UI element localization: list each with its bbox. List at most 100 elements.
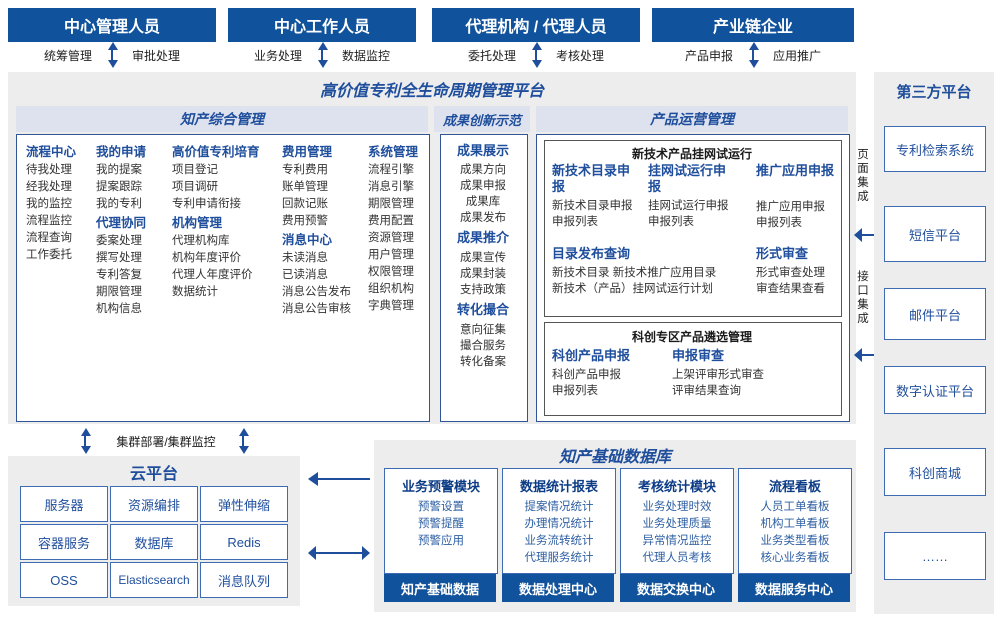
ach-item-1-2[interactable]: 支持政策 [460, 284, 506, 296]
ip-item-1-1-1[interactable]: 撰写处理 [96, 252, 142, 264]
ip-item-1-0-1[interactable]: 提案跟踪 [96, 181, 142, 193]
ip-item-2-0-2[interactable]: 专利申请衔接 [172, 198, 241, 210]
ip-item-4-0-4[interactable]: 资源管理 [368, 232, 414, 244]
ip-item-4-0-3[interactable]: 费用配置 [368, 215, 414, 227]
prod-item-1-0-0-0[interactable]: 科创产品申报 [552, 369, 621, 381]
prod-item-1-0-1-0[interactable]: 上架评审形式审查 [672, 369, 764, 381]
ip-item-2-1-1[interactable]: 机构年度评价 [172, 252, 241, 264]
ip-item-2-0-1[interactable]: 项目调研 [172, 181, 218, 193]
ach-item-2-0[interactable]: 意向征集 [460, 324, 506, 336]
ip-item-4-0-2[interactable]: 期限管理 [368, 198, 414, 210]
prod-item-0-0-2-1[interactable]: 申报列表 [756, 217, 802, 229]
database-footer-3[interactable]: 数据服务中心 [738, 574, 850, 602]
prod-0-0-1: 挂网试运行申报 挂网试运行申报 申报列表 [648, 163, 734, 230]
prod-item-0-0-0-0[interactable]: 新技术目录申报 [552, 200, 633, 212]
ip-item-0-0-2[interactable]: 我的监控 [26, 198, 72, 210]
ip-item-3-0-1[interactable]: 账单管理 [282, 181, 328, 193]
cloud-item-7[interactable]: Elasticsearch [110, 562, 198, 598]
db-col-item-2-1[interactable]: 业务处理质量 [642, 518, 712, 530]
ach-item-0-2[interactable]: 成果库 [465, 196, 501, 208]
third-party-item-4[interactable]: 科创商城 [884, 448, 986, 496]
ach-item-0-1[interactable]: 成果申报 [460, 180, 506, 192]
ip-item-0-0-3[interactable]: 流程监控 [26, 215, 72, 227]
db-col-item-0-2[interactable]: 预警应用 [418, 535, 464, 547]
prod-item-0-0-1-0[interactable]: 挂网试运行申报 [648, 200, 729, 212]
prod-item-0-1-0-1[interactable]: 新技术（产品）挂网试运行计划 [552, 283, 713, 295]
cloud-item-2[interactable]: 弹性伸缩 [200, 486, 288, 522]
ip-item-2-1-0[interactable]: 代理机构库 [172, 235, 230, 247]
ach-item-2-1[interactable]: 撮合服务 [460, 340, 506, 352]
ip-item-4-0-7[interactable]: 组织机构 [368, 283, 414, 295]
db-col-item-2-2[interactable]: 异常情况监控 [642, 535, 712, 547]
third-party-item-label-1: 短信平台 [908, 227, 961, 243]
ach-item-0-0[interactable]: 成果方向 [460, 164, 506, 176]
cloud-item-6[interactable]: OSS [20, 562, 108, 598]
prod-item-0-0-1-1[interactable]: 申报列表 [648, 216, 694, 228]
db-col-item-3-2[interactable]: 业务类型看板 [760, 535, 830, 547]
third-party-item-0[interactable]: 专利检索系统 [884, 126, 986, 172]
prod-item-0-0-2-0[interactable]: 推广应用申报 [756, 201, 825, 213]
third-party-item-5[interactable]: …… [884, 532, 986, 580]
ip-item-3-1-1[interactable]: 已读消息 [282, 269, 328, 281]
db-col-item-1-0[interactable]: 提案情况统计 [524, 501, 594, 513]
ip-item-1-1-4[interactable]: 机构信息 [96, 303, 142, 315]
ip-item-2-1-2[interactable]: 代理人年度评价 [172, 269, 253, 281]
cloud-item-3[interactable]: 容器服务 [20, 524, 108, 560]
ip-item-0-0-1[interactable]: 经我处理 [26, 181, 72, 193]
ip-item-0-0-5[interactable]: 工作委托 [26, 249, 72, 261]
third-party-item-1[interactable]: 短信平台 [884, 206, 986, 262]
ip-item-2-0-0[interactable]: 项目登记 [172, 164, 218, 176]
vertical-double-arrow-icon-2 [529, 42, 543, 68]
db-col-item-3-0[interactable]: 人员工单看板 [760, 501, 830, 513]
ip-item-0-0-0[interactable]: 待我处理 [26, 164, 72, 176]
db-col-item-1-1[interactable]: 办理情况统计 [524, 518, 594, 530]
db-col-item-0-0[interactable]: 预警设置 [418, 501, 464, 513]
db-col-item-1-2[interactable]: 业务流转统计 [524, 535, 594, 547]
ip-item-3-0-3[interactable]: 费用预警 [282, 215, 328, 227]
ip-item-1-0-2[interactable]: 我的专利 [96, 198, 142, 210]
ip-item-1-0-0[interactable]: 我的提案 [96, 164, 142, 176]
ip-item-1-1-3[interactable]: 期限管理 [96, 286, 142, 298]
db-col-item-1-3[interactable]: 代理服务统计 [524, 552, 594, 564]
ip-item-4-0-8[interactable]: 字典管理 [368, 300, 414, 312]
db-col-item-0-1[interactable]: 预警提醒 [418, 518, 464, 530]
db-col-item-2-3[interactable]: 代理人员考核 [642, 552, 712, 564]
ach-item-1-1[interactable]: 成果封装 [460, 268, 506, 280]
ip-item-3-1-2[interactable]: 消息公告发布 [282, 286, 351, 298]
cloud-item-1[interactable]: 资源编排 [110, 486, 198, 522]
db-col-item-3-3[interactable]: 核心业务看板 [760, 552, 830, 564]
ip-item-3-0-2[interactable]: 回款记账 [282, 198, 328, 210]
third-party-item-3[interactable]: 数字认证平台 [884, 366, 986, 414]
cloud-item-4[interactable]: 数据库 [110, 524, 198, 560]
prod-item-0-1-0-0[interactable]: 新技术目录 新技术推广应用目录 [552, 267, 717, 279]
ach-item-2-2[interactable]: 转化备案 [460, 356, 506, 368]
ip-item-3-1-0[interactable]: 未读消息 [282, 252, 328, 264]
cloud-item-8[interactable]: 消息队列 [200, 562, 288, 598]
ach-item-1-0[interactable]: 成果宣传 [460, 252, 506, 264]
prod-item-0-1-1-1[interactable]: 审查结果查看 [756, 283, 825, 295]
ip-item-3-1-3[interactable]: 消息公告审核 [282, 303, 351, 315]
prod-item-0-1-1-0[interactable]: 形式审查处理 [756, 267, 825, 279]
database-footer-1[interactable]: 数据处理中心 [502, 574, 614, 602]
prod-item-1-0-0-1[interactable]: 申报列表 [552, 385, 598, 397]
ip-item-1-1-0[interactable]: 委案处理 [96, 235, 142, 247]
ip-item-1-1-2[interactable]: 专利答复 [96, 269, 142, 281]
ip-item-0-0-4[interactable]: 流程查询 [26, 232, 72, 244]
prod-item-1-0-1-1[interactable]: 评审结果查询 [672, 385, 741, 397]
ip-item-4-0-6[interactable]: 权限管理 [368, 266, 414, 278]
db-col-item-3-1[interactable]: 机构工单看板 [760, 518, 830, 530]
ip-item-4-0-0[interactable]: 流程引擎 [368, 164, 414, 176]
cloud-item-5[interactable]: Redis [200, 524, 288, 560]
database-footer-2[interactable]: 数据交换中心 [620, 574, 732, 602]
ip-item-4-0-1[interactable]: 消息引擎 [368, 181, 414, 193]
cloud-item-label-7: Elasticsearch [118, 573, 190, 587]
third-party-item-2[interactable]: 邮件平台 [884, 288, 986, 340]
ip-item-2-1-3[interactable]: 数据统计 [172, 286, 218, 298]
ach-item-0-3[interactable]: 成果发布 [460, 212, 506, 224]
prod-item-0-0-0-1[interactable]: 申报列表 [552, 216, 598, 228]
ip-item-4-0-5[interactable]: 用户管理 [368, 249, 414, 261]
db-col-item-2-0[interactable]: 业务处理时效 [642, 501, 712, 513]
cloud-item-0[interactable]: 服务器 [20, 486, 108, 522]
database-footer-0[interactable]: 知产基础数据 [384, 574, 496, 602]
ip-item-3-0-0[interactable]: 专利费用 [282, 164, 328, 176]
